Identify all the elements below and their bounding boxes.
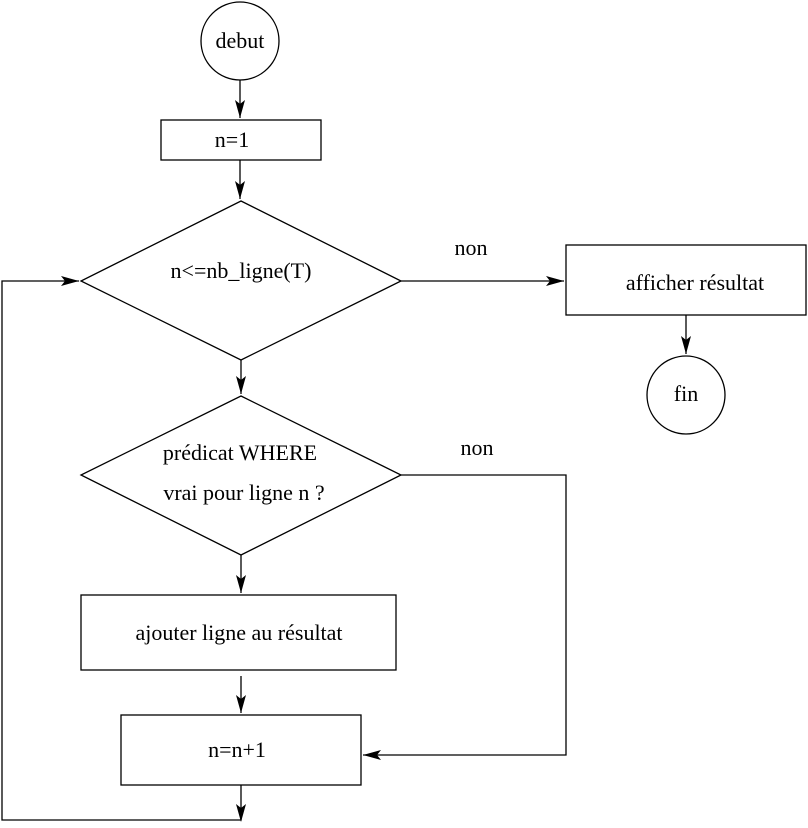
arrow-add-to-increment [236, 676, 246, 713]
init-node: n=1 [160, 119, 322, 161]
increment-node: n=n+1 [120, 714, 362, 786]
end-label: fin [674, 381, 698, 406]
arrow-result-to-end [681, 315, 691, 354]
where-condition-label-line1: prédicat WHERE [163, 440, 317, 465]
add-row-label: ajouter ligne au résultat [135, 620, 342, 645]
loop-condition-label: n<=nb_ligne(T) [171, 258, 312, 283]
arrow-increment-loop-back [1, 276, 246, 822]
add-row-node: ajouter ligne au résultat [80, 594, 397, 671]
end-node: fin [646, 355, 726, 435]
start-node: debut [200, 1, 280, 81]
arrow-start-to-init [235, 80, 245, 118]
arrow-where-to-add [236, 555, 246, 593]
loop-no-label: non [455, 235, 488, 260]
arrow-loop-no-to-result [401, 276, 564, 286]
init-label: n=1 [215, 127, 249, 152]
start-label: debut [216, 28, 265, 53]
where-condition-label-line2: vrai pour ligne n ? [163, 480, 324, 505]
show-result-label: afficher résultat [626, 270, 764, 295]
loop-condition-node: n<=nb_ligne(T) [79, 200, 403, 361]
show-result-node: afficher résultat [565, 244, 807, 316]
arrow-loop-to-where [236, 360, 246, 394]
increment-label: n=n+1 [208, 737, 266, 762]
arrow-init-to-loop [235, 160, 245, 199]
arrow-where-no-to-increment [363, 474, 567, 760]
where-no-label: non [461, 435, 494, 460]
where-condition-node: prédicat WHERE vrai pour ligne n ? [79, 395, 403, 556]
